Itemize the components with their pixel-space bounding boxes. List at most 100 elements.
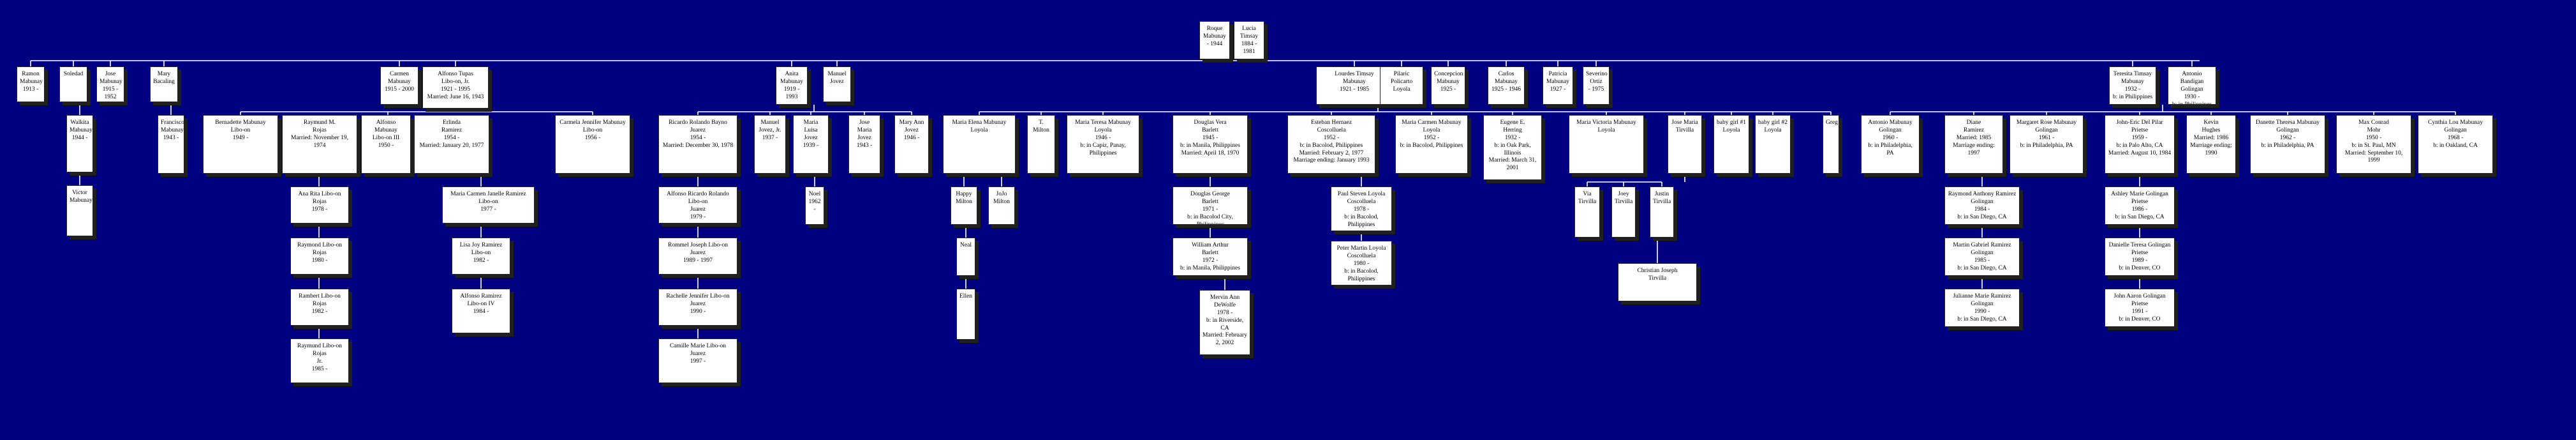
person-card-maria-elena[interactable]: Maria Elena Mabunay Loyola [943,115,1016,174]
person-card-manuel[interactable]: Manuel Jovez [823,66,851,102]
person-name: Douglas George Barlett [1190,191,1230,205]
person-details: 1937 - [762,134,778,141]
person-card-pilaric[interactable]: Pilaric Policarto Loyola [1380,66,1423,105]
person-card-via[interactable]: Via Tirvilla [1574,186,1600,238]
person-card-victor[interactable]: Victor Mabunay [66,185,93,236]
person-name: Victor Mabunay [70,190,93,204]
person-card-justin[interactable]: Justin Tirvilla [1650,186,1674,238]
person-card-severino[interactable]: Severino Ortiz- 1975 [1583,66,1610,105]
person-card-ellen[interactable]: Ellen [956,289,975,340]
person-name: Antonio Bandigan Golingan [2180,71,2204,93]
person-details: Married: 1986 Marriage ending: 1990 [2190,134,2232,156]
person-card-joey[interactable]: Joey Tirvilla [1611,186,1636,238]
person-name: Greg [1826,119,1838,126]
person-card-christian[interactable]: Christian Joseph Tirvilla [1618,263,1697,301]
person-card-maria-victoria[interactable]: Maria Victoria Mabunay Loyola [1569,115,1644,174]
person-name: Rambert Libo-on Rojas [299,293,341,307]
person-card-mary[interactable]: Mary Bacaling [150,66,178,102]
person-details: 1978 - b: in Riverside, CA Married: Febr… [1203,309,1247,347]
person-card-roque-sr[interactable]: Roque Mabunay- 1944 [1199,21,1230,59]
person-card-raymund-jr[interactable]: Raymund Libo-on Rojas Jr.1985 - [290,338,349,383]
person-details: 1952 - b: in Bacolod, Philippines [1400,134,1463,149]
person-name: Walkita Mabunay [70,119,93,133]
person-card-manuel-jr[interactable]: Manuel Jovez, Jr.1937 - [754,115,786,174]
person-card-alfonso-sr[interactable]: Alfonso Tupas Libo-on, Jr.1921 - 1995 Ma… [422,66,489,109]
person-name: Soledad [63,71,84,77]
person-card-soledad[interactable]: Soledad [59,66,87,102]
person-name: William Arthur Barlett [1192,242,1229,256]
person-card-jojo[interactable]: JoJo Milton [988,186,1015,225]
person-name: Peter Martin Loyola Coscolluela [1336,245,1386,259]
person-details: 1985 - b: in San Diego, CA [1957,257,2007,271]
person-card-jose-tirvilla[interactable]: Jose Maria Tirvilla [1668,115,1702,174]
person-card-happy[interactable]: Happy Milton [951,186,977,225]
person-name: baby girl #2 Loyola [1758,119,1788,133]
person-card-t-milton[interactable]: T. Milton [1027,115,1055,174]
person-card-baby-girl-2[interactable]: baby girl #2 Loyola [1755,115,1791,174]
person-card-neal[interactable]: Neal [956,238,975,276]
person-details: 1944 - [71,134,88,141]
person-name: Danette Theresa Mabunay Golingan [2255,119,2320,133]
person-card-baby-girl-1[interactable]: baby girl #1 Loyola [1714,115,1749,174]
person-details: 1943 - [856,142,873,149]
person-card-greg[interactable]: Greg [1823,115,1839,174]
